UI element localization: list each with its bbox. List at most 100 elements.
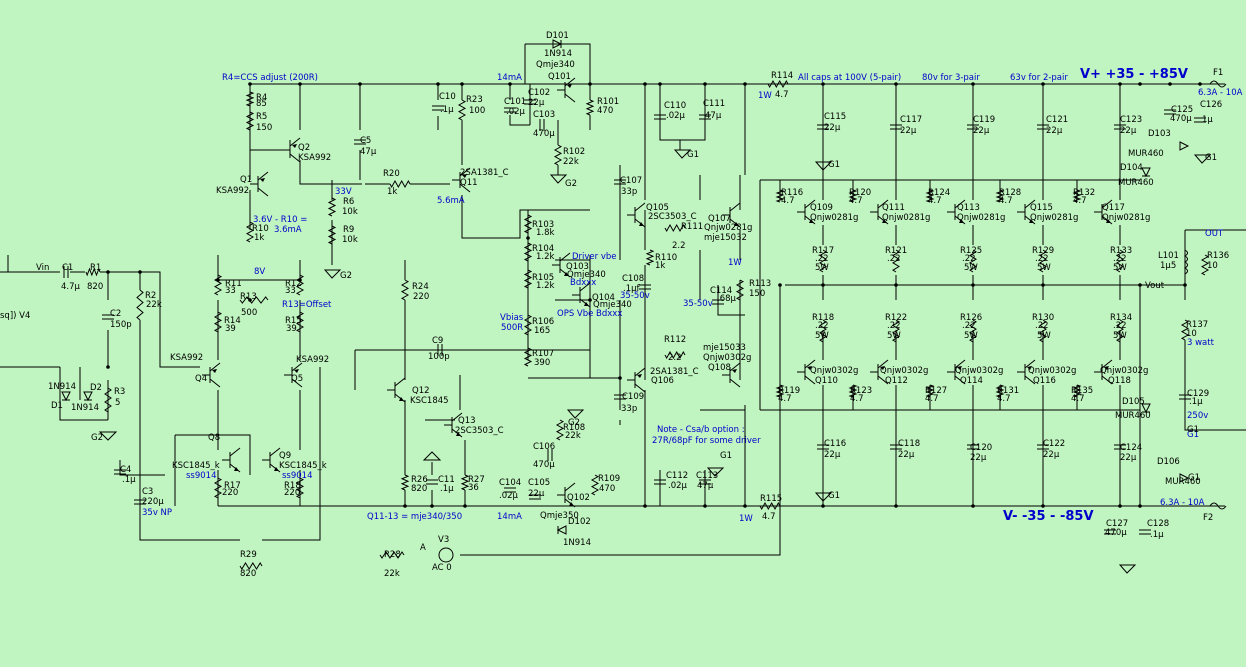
ground-g1-icon [673,149,692,159]
component-label: .22 [1113,254,1127,264]
capacitor-c4-icon [114,469,126,475]
component-label: Q12 [412,386,430,396]
note-250v: 250v [1187,411,1208,421]
component-label: 5W [1113,331,1127,341]
resistor-emitter-upper-icon [1116,249,1124,273]
component-label: .68µ [717,294,737,304]
component-label: 165 [534,326,550,336]
component-label: C118 [898,439,920,449]
component-label: D1 [51,401,63,411]
transistor-q2-icon [282,137,301,163]
component-label: .02µ [506,107,526,117]
component-label: 100p [428,352,450,362]
component-label: R27 [468,475,485,485]
component-label: 33 [285,286,296,296]
arrow-icon [1104,366,1109,370]
junction-dot [743,504,747,508]
note-3-6v: 3.6V - R10 = [253,215,307,225]
note-ss9014-a: ss9014 [186,471,217,481]
component-label: G1 [687,150,699,160]
component-label: R107 [532,349,554,359]
component-label: 5 [115,398,120,408]
resistor-r17-icon [213,477,223,499]
ground-g1e-icon [814,161,833,171]
component-label: .1µf [623,284,641,294]
component-label: C105 [528,478,550,488]
diode-d1-icon [61,391,71,402]
transistor-q13-icon [444,412,463,438]
capacitor-c101-icon [504,107,516,113]
component-label: MUR460 [1118,178,1154,188]
note-driver-vbe: Driver vbe [572,252,617,262]
component-label: R123 [850,386,872,396]
ground-g2b-icon [549,174,568,184]
capacitor-c114-icon [712,299,724,305]
component-label: D103 [1148,129,1171,139]
junction-dot [894,283,898,287]
capacitor-c102-icon [524,99,536,105]
resistor-gate-upper-icon [995,189,1005,203]
resistor-emitter-lower-icon [969,319,977,343]
arrow-icon [1029,219,1034,223]
component-label: .22 [1035,321,1049,331]
component-label: 150 [749,289,765,299]
resistor-r111-icon [664,223,686,233]
component-label: KSA992 [296,355,329,365]
resistor-r5-icon [245,111,255,131]
component-label: KSC1845_k [279,461,327,471]
transistor-lower-icon [1094,359,1113,385]
component-label: 1k [387,187,397,197]
component-label: 33 [225,286,236,296]
arrow-icon [882,219,887,223]
ac0-label: AC 0 [432,563,452,573]
component-label: R10 [252,224,269,234]
component-label: 22k [563,157,579,167]
component-label: R109 [598,474,620,484]
component-label: C128 [1147,519,1169,529]
capacitor-lower-icon [967,444,979,450]
arrow-icon [212,369,217,373]
component-label: R14 [224,316,241,326]
component-label: 1N914 [563,538,591,548]
resistor-r2-icon [136,289,144,321]
component-label: 220 [413,292,429,302]
component-label: G1 [1205,153,1217,163]
note-80v: 80v for 3-pair [922,73,980,83]
arrow-icon [807,366,812,370]
component-label: Q117 [1102,203,1125,213]
component-label: .22 [962,321,976,331]
capacitor-upper-icon [967,124,979,130]
component-label: 1µ [1202,115,1213,125]
resistor-r15-icon [295,311,305,333]
component-label: .1µ [440,105,454,115]
resistor-gate-upper-icon [925,189,935,203]
component-label: D101 [546,31,569,41]
junction-dot [1138,82,1142,86]
arrow-icon [957,366,962,370]
component-label: C115 [824,112,846,122]
junction-dot [403,504,407,508]
component-label: R120 [849,188,871,198]
component-label: 4.7 [999,196,1013,206]
component-label: R110 [655,253,677,263]
resistor-emitter-lower-icon [1116,319,1124,343]
component-label: 1.2k [536,281,555,291]
component-label: Q106 [651,376,674,386]
component-label: .1µ [1189,397,1203,407]
component-label: Q118 [1108,376,1131,386]
component-label: Qnjw0281g [810,213,858,223]
component-label: C114 [710,286,732,296]
component-label: 2SA1381_C [650,367,699,377]
resistor-r102-icon [553,144,563,166]
component-label: 4.7 [850,394,864,404]
junction-dot [1168,82,1172,86]
component-label: Q109 [810,203,833,213]
component-label: 820 [87,282,103,292]
resistor-r6-icon [327,197,337,217]
junction-dot [1138,283,1142,287]
component-label: Q1 [240,175,252,185]
resistor-r110-icon [645,249,655,266]
component-label: Q105 [646,203,669,213]
component-label: 5W [1037,263,1051,273]
component-label: R133 [1110,246,1132,256]
